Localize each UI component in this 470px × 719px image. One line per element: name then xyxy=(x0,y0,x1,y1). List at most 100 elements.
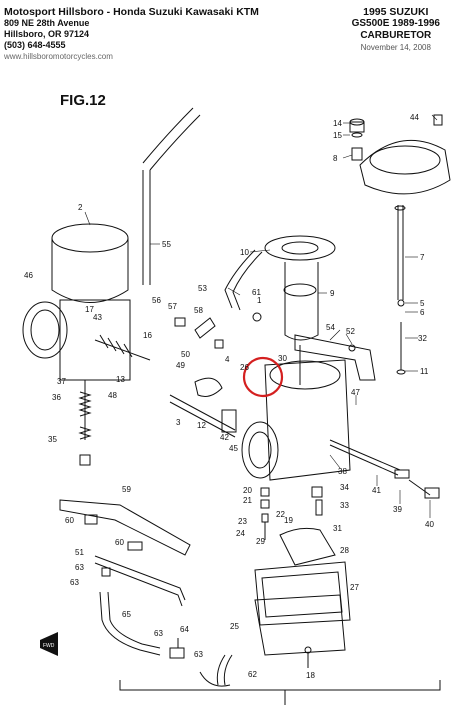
front-arrow-icon: FWD xyxy=(40,632,58,656)
callout-3: 3 xyxy=(176,418,181,427)
callout-26: 26 xyxy=(240,363,249,372)
diaphragm xyxy=(264,235,336,261)
dealer-website: www.hillsboromotorcycles.com xyxy=(4,52,113,61)
callout-21: 21 xyxy=(243,496,252,505)
callout-12: 12 xyxy=(197,421,206,430)
dealer-phone: (503) 648-4555 xyxy=(4,40,66,50)
callout-50: 50 xyxy=(181,350,190,359)
throttle-plate xyxy=(194,377,223,397)
float-bowl-gasket xyxy=(254,561,351,626)
drain-hose xyxy=(216,654,226,686)
callout-51: 51 xyxy=(75,548,84,557)
dealer-name: Motosport Hillsboro - Honda Suzuki Kawas… xyxy=(4,6,259,18)
left-carb-top xyxy=(51,223,129,253)
float-bowl xyxy=(254,594,346,656)
callout-44: 44 xyxy=(410,113,419,122)
callout-28: 28 xyxy=(340,546,349,555)
callout-19: 19 xyxy=(284,516,293,525)
callout-18: 18 xyxy=(306,671,315,680)
callout-33: 33 xyxy=(340,501,349,510)
callout-40: 40 xyxy=(425,520,434,529)
callout-52: 52 xyxy=(346,327,355,336)
callout-63c: 63 xyxy=(154,629,163,638)
section-title: CARBURETOR xyxy=(360,30,432,41)
right-carb-intake xyxy=(241,421,279,479)
vent-hose-top xyxy=(149,114,201,171)
vent-hose xyxy=(224,249,256,309)
figure-label: FIG.12 xyxy=(60,92,106,109)
left-carb-body xyxy=(51,238,129,303)
callout-62: 62 xyxy=(248,670,257,679)
left-carb-intake xyxy=(22,301,68,359)
callout-4: 4 xyxy=(225,355,230,364)
part-callouts: 1 2 3 4 5 6 7 8 9 10 11 12 13 14 15 16 1… xyxy=(24,113,434,680)
dealer-city: Hillsboro, OR 97124 xyxy=(4,29,90,39)
callout-55: 55 xyxy=(162,240,171,249)
cap-body xyxy=(349,121,365,133)
callout-54: 54 xyxy=(326,323,335,332)
callout-25: 25 xyxy=(230,622,239,631)
assembly-bracket-line xyxy=(119,680,441,691)
top-cover xyxy=(359,139,451,195)
callout-38: 38 xyxy=(338,467,347,476)
callout-59: 59 xyxy=(122,485,131,494)
callout-63d: 63 xyxy=(194,650,203,659)
callout-1: 1 xyxy=(257,296,262,305)
callout-30: 30 xyxy=(278,354,287,363)
callout-61: 61 xyxy=(252,288,261,297)
callout-14: 14 xyxy=(333,119,342,128)
cable-bracket xyxy=(59,499,191,556)
callout-15: 15 xyxy=(333,131,342,140)
left-carb-lower xyxy=(59,299,131,381)
screw-61 xyxy=(252,312,262,322)
callout-58: 58 xyxy=(194,306,203,315)
print-date: November 14, 2008 xyxy=(360,43,431,52)
callout-49: 49 xyxy=(176,361,185,370)
model-header: 1995 SUZUKI GS500E 1989-1996 CARBURETOR … xyxy=(352,6,440,54)
callout-48: 48 xyxy=(108,391,117,400)
idle-screw xyxy=(408,479,431,496)
callout-41: 41 xyxy=(372,486,381,495)
callout-36: 36 xyxy=(52,393,61,402)
callout-56: 56 xyxy=(152,296,161,305)
callout-13: 13 xyxy=(116,375,125,384)
callout-37: 37 xyxy=(57,377,66,386)
callout-20: 20 xyxy=(243,486,252,495)
callout-35: 35 xyxy=(48,435,57,444)
callout-7: 7 xyxy=(420,253,425,262)
throttle-adjuster xyxy=(94,339,151,361)
callout-47: 47 xyxy=(351,388,360,397)
spring xyxy=(78,391,92,417)
linkage-shaft xyxy=(329,439,401,471)
callout-24: 24 xyxy=(236,529,245,538)
fuel-hose-lower xyxy=(99,591,161,656)
callout-65: 65 xyxy=(122,610,131,619)
callout-42: 42 xyxy=(220,433,229,442)
bracket-54 xyxy=(294,334,376,381)
callout-5: 5 xyxy=(420,299,425,308)
callout-6: 6 xyxy=(420,308,425,317)
callout-11: 11 xyxy=(420,367,429,376)
throttle-shaft xyxy=(169,394,236,431)
callout-43: 43 xyxy=(93,313,102,322)
callout-60b: 60 xyxy=(115,538,124,547)
cover-screw xyxy=(433,114,443,126)
callout-8: 8 xyxy=(333,154,338,163)
callout-31: 31 xyxy=(333,524,342,533)
callout-9: 9 xyxy=(330,289,335,298)
dealer-header: Motosport Hillsboro - Honda Suzuki Kawas… xyxy=(4,6,259,63)
callout-60a: 60 xyxy=(65,516,74,525)
t-fitting xyxy=(169,647,185,659)
callout-32: 32 xyxy=(418,334,427,343)
callout-34: 34 xyxy=(340,483,349,492)
callout-63a: 63 xyxy=(75,563,84,572)
callout-27: 27 xyxy=(350,583,359,592)
callout-22: 22 xyxy=(276,510,285,519)
callout-2: 2 xyxy=(78,203,83,212)
top-cover-dome xyxy=(369,145,441,175)
fitting-58 xyxy=(194,317,216,339)
o-ring-part xyxy=(397,299,405,307)
fuel-hose-upper xyxy=(94,555,186,601)
model-year-make: 1995 SUZUKI xyxy=(363,6,429,18)
